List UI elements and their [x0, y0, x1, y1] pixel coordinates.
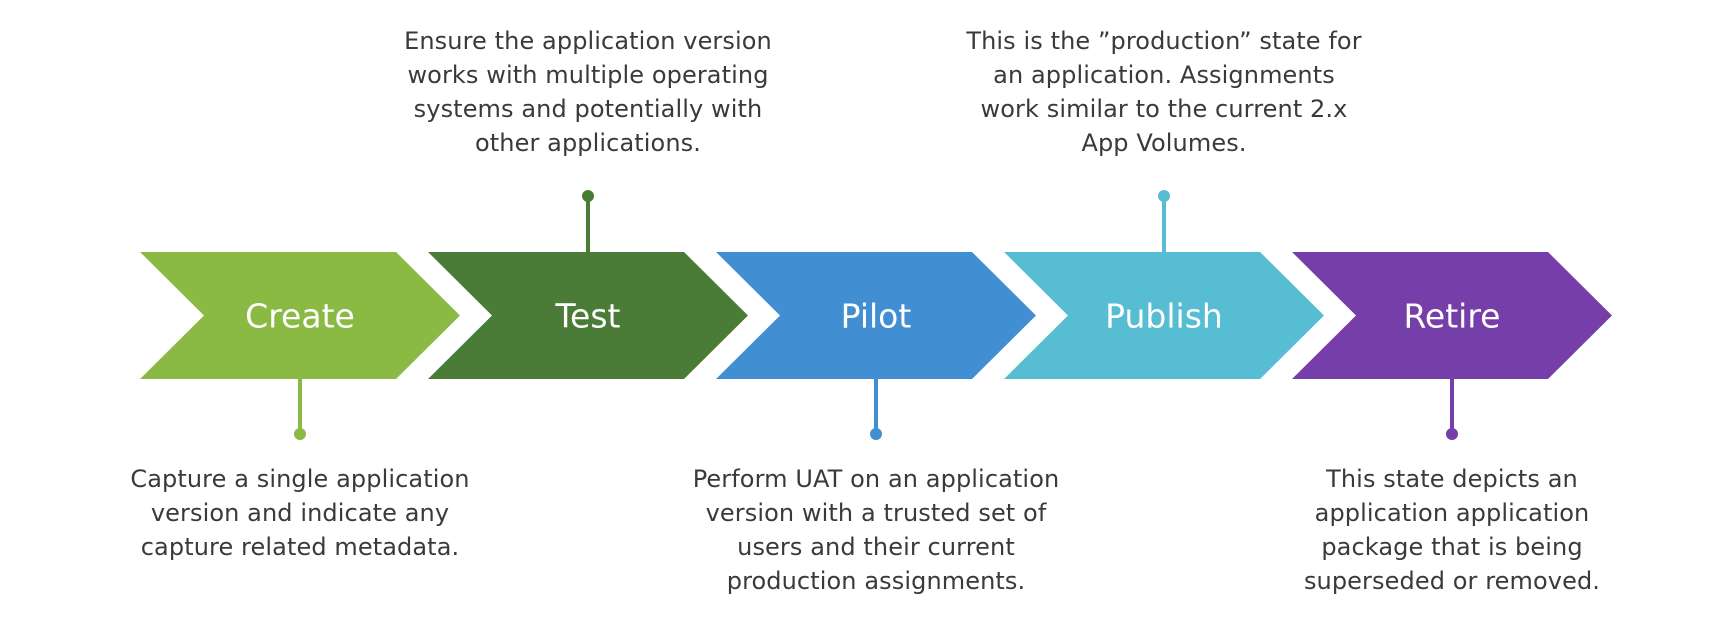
description-line: This state depicts an	[1326, 465, 1578, 493]
description-line: works with multiple operating	[407, 61, 769, 89]
connector-dot	[294, 428, 306, 440]
description-line: App Volumes.	[1081, 129, 1247, 157]
description-test: Ensure the application version works with…	[368, 24, 808, 160]
description-line: an application. Assignments	[993, 61, 1335, 89]
stage-create: Create	[140, 252, 460, 440]
description-create: Capture a single application version and …	[80, 462, 520, 564]
description-line: Capture a single application	[130, 465, 470, 493]
description-line: systems and potentially with	[413, 95, 763, 123]
chevron-pilot	[716, 252, 1036, 379]
chevron-test	[428, 252, 748, 379]
stage-label: Test	[555, 297, 621, 336]
stage-label: Publish	[1105, 297, 1223, 336]
connector-dot	[582, 190, 594, 202]
description-line: capture related metadata.	[140, 533, 460, 561]
stage-pilot: Pilot	[716, 252, 1036, 440]
stage-retire: Retire	[1292, 252, 1612, 440]
description-line: other applications.	[475, 129, 701, 157]
description-line: Perform UAT on an application	[692, 465, 1060, 493]
chevron-retire	[1292, 252, 1612, 379]
stage-label: Retire	[1403, 297, 1500, 336]
description-line: work similar to the current 2.x	[980, 95, 1348, 123]
chevron-publish	[1004, 252, 1324, 379]
stage-publish: Publish	[1004, 190, 1324, 379]
stage-test: Test	[428, 190, 748, 379]
connector-dot	[1158, 190, 1170, 202]
description-line: version with a trusted set of	[705, 499, 1047, 527]
description-line: Ensure the application version	[404, 27, 772, 55]
description-line: application application	[1314, 499, 1590, 527]
description-pilot: Perform UAT on an application version wit…	[656, 462, 1096, 598]
description-line: package that is being	[1321, 533, 1583, 561]
description-line: users and their current	[737, 533, 1015, 561]
stage-label: Pilot	[841, 297, 912, 336]
connector-dot	[870, 428, 882, 440]
stage-label: Create	[245, 297, 355, 336]
description-line: version and indicate any	[150, 499, 450, 527]
description-retire: This state depicts an application applica…	[1232, 462, 1672, 598]
description-line: production assignments.	[726, 567, 1026, 595]
chevron-create	[140, 252, 460, 379]
description-line: This is the ”production” state for	[966, 27, 1362, 55]
description-publish: This is the ”production” state for an app…	[944, 24, 1384, 160]
connector-dot	[1446, 428, 1458, 440]
description-line: superseded or removed.	[1303, 567, 1601, 595]
